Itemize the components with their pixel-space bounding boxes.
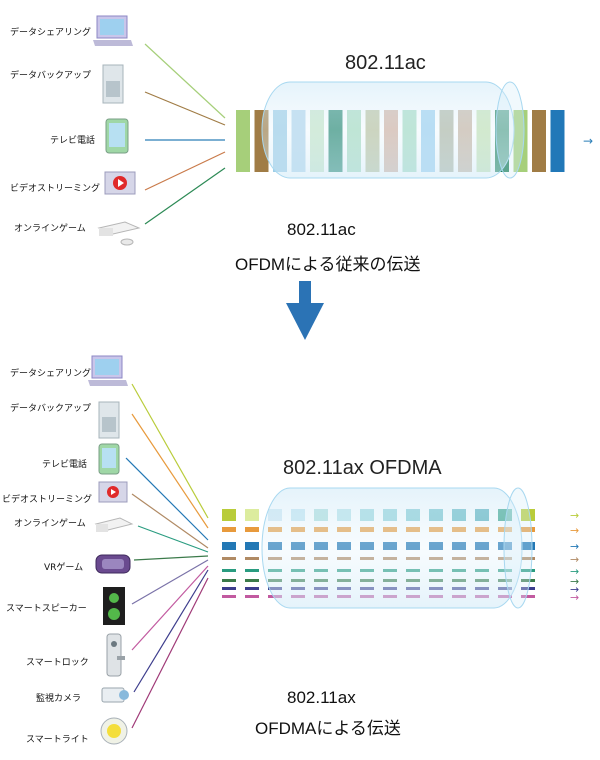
resource-unit <box>245 557 259 560</box>
laptop-icon <box>93 14 133 48</box>
resource-unit <box>245 527 259 532</box>
game-console-icon <box>94 515 134 541</box>
smart-lock-icon <box>103 632 127 678</box>
server-tower-icon <box>96 400 122 440</box>
resource-unit <box>245 587 259 590</box>
device-label: オンラインゲーム <box>14 224 86 234</box>
connection-line <box>131 559 209 605</box>
channel-slot <box>532 110 546 172</box>
connection-line <box>144 43 226 119</box>
video-player-icon <box>97 480 129 506</box>
resource-unit <box>222 569 236 572</box>
connection-line <box>131 413 209 529</box>
resource-unit <box>245 509 259 521</box>
resource-unit <box>521 579 535 582</box>
top-tube-body <box>261 81 515 179</box>
top-diagram-title: 802.11ac <box>345 52 426 74</box>
device-label: スマートスピーカー <box>6 604 87 614</box>
resource-unit <box>521 569 535 572</box>
connection-line <box>133 555 209 561</box>
device-label: データシェアリング <box>10 369 92 379</box>
game-console-icon <box>97 218 141 248</box>
bottom-tube <box>261 487 533 609</box>
output-arrow-icon: → <box>570 553 579 566</box>
light-bulb-icon <box>99 716 129 746</box>
resource-unit <box>521 542 535 550</box>
resource-unit <box>222 595 236 598</box>
connection-line <box>137 525 209 553</box>
output-arrow-icon: → <box>570 540 579 553</box>
device-label: 監視カメラ <box>36 694 82 704</box>
laptop-icon <box>88 354 128 388</box>
resource-unit <box>245 569 259 572</box>
resource-unit <box>521 509 535 521</box>
channel-slot <box>236 110 250 172</box>
channel-slot <box>550 110 565 172</box>
device-label: データシェアリング <box>10 28 92 38</box>
device-label: データバックアップ <box>10 71 92 81</box>
device-label: VRゲーム <box>44 563 84 573</box>
bottom-connection-lines <box>125 383 209 729</box>
tablet-icon <box>104 117 130 155</box>
output-arrow-icon: → <box>570 524 579 537</box>
resource-unit <box>521 595 535 598</box>
device-label: オンラインゲーム <box>14 519 86 529</box>
connection-line <box>131 493 209 549</box>
device-label: ビデオストリーミング <box>2 495 93 505</box>
connection-line <box>144 151 226 191</box>
camera-icon <box>100 680 132 708</box>
vr-headset-icon <box>94 549 132 579</box>
server-tower-icon <box>100 63 126 105</box>
output-arrow-icon: → <box>570 575 579 588</box>
top-tube <box>261 81 525 179</box>
top-caption-line2: OFDMによる従来の伝送 <box>235 255 421 274</box>
output-arrow-icon: → <box>570 509 579 522</box>
connection-line <box>144 167 226 225</box>
resource-unit <box>245 579 259 582</box>
connection-line <box>131 577 209 729</box>
bottom-caption-line2: OFDMAによる伝送 <box>255 719 401 738</box>
device-label: スマートライト <box>26 735 89 745</box>
device-label: ビデオストリーミング <box>10 184 101 194</box>
device-label: スマートロック <box>26 658 89 668</box>
bottom-tube-body <box>261 487 523 609</box>
device-label: データバックアップ <box>10 404 92 414</box>
connection-line <box>133 569 209 693</box>
output-arrow-icon: → <box>570 565 579 578</box>
resource-unit <box>222 509 236 521</box>
top-connection-lines <box>144 43 226 225</box>
top-tube-end <box>495 81 525 179</box>
resource-unit <box>222 579 236 582</box>
resource-unit <box>222 542 236 550</box>
resource-unit <box>222 527 236 532</box>
connection-line <box>144 91 226 126</box>
resource-unit <box>222 587 236 590</box>
device-label: テレビ電話 <box>50 136 96 146</box>
bottom-diagram-title: 802.11ax OFDMA <box>283 457 442 479</box>
output-arrow-icon: → <box>570 591 579 604</box>
resource-unit <box>245 542 259 550</box>
speaker-icon <box>100 585 128 627</box>
top-caption-line1: 802.11ac <box>287 220 356 239</box>
top-output-arrow-icon: → <box>583 134 593 148</box>
resource-unit <box>521 527 535 532</box>
bottom-tube-end <box>503 487 533 609</box>
output-arrow-icon: → <box>570 583 579 596</box>
resource-unit <box>222 557 236 560</box>
bottom-output-arrows: →→→→→→→→ <box>570 509 579 604</box>
connection-line <box>131 565 209 651</box>
video-player-icon <box>103 170 137 198</box>
bottom-caption-line1: 802.11ax <box>287 688 356 707</box>
resource-unit <box>521 557 535 560</box>
tablet-icon <box>97 442 121 476</box>
device-label: テレビ電話 <box>42 460 88 470</box>
connection-line <box>131 383 209 519</box>
transition-arrow-icon <box>286 281 324 340</box>
resource-unit <box>245 595 259 598</box>
connection-line <box>125 457 209 541</box>
